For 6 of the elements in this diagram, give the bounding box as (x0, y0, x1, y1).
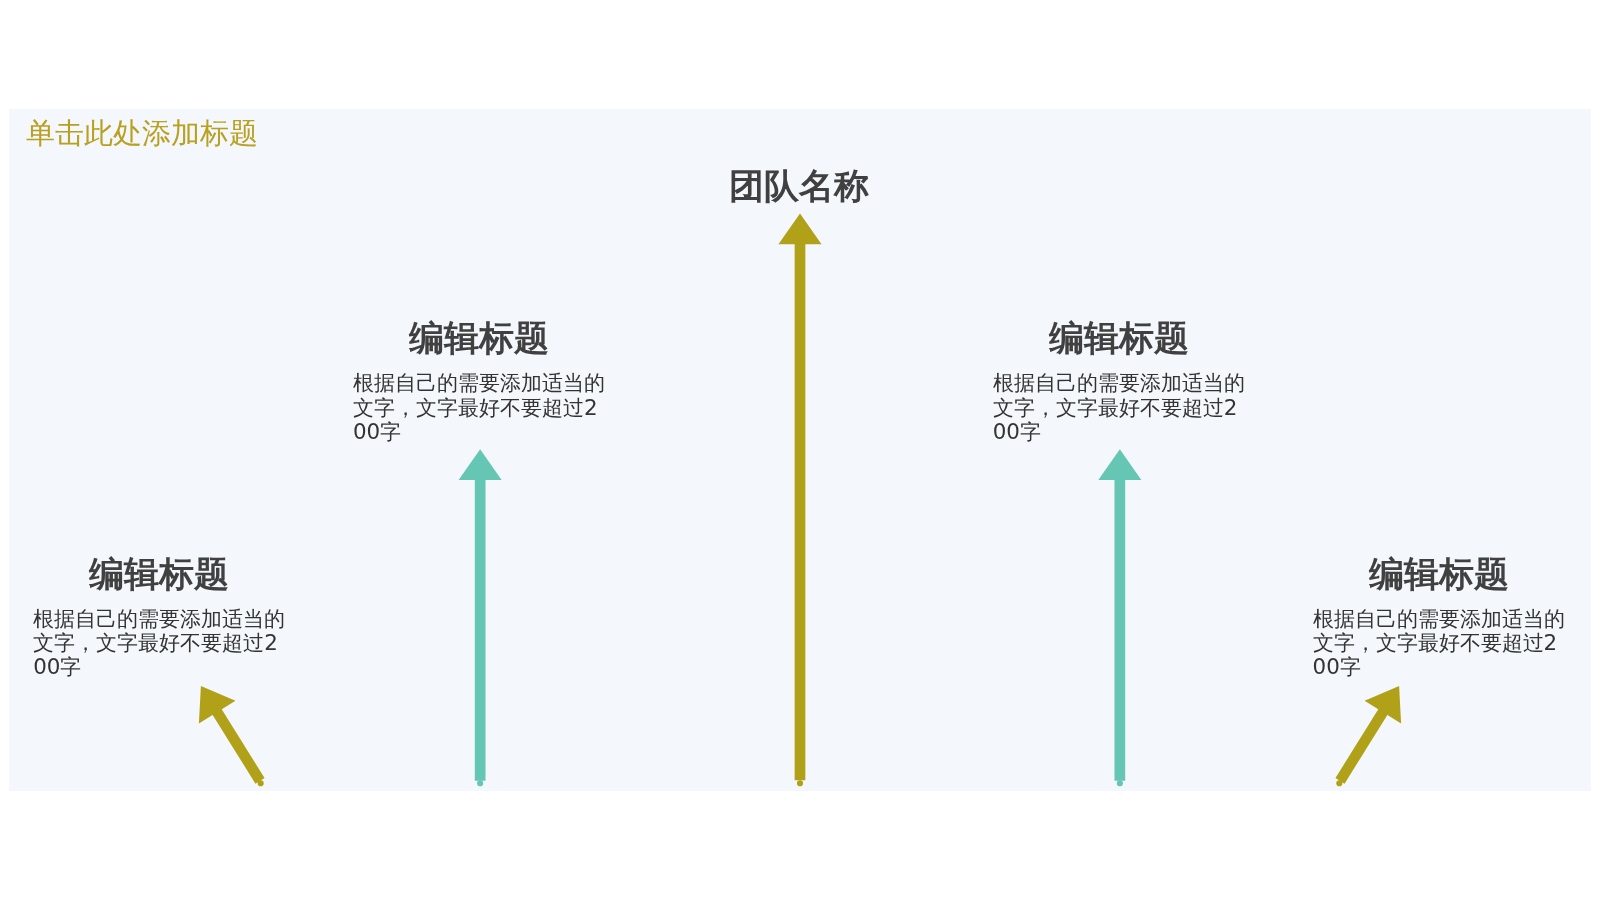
node-text: 团队名称 (729, 165, 870, 206)
node-text: 编辑标题 根据自己的需要添加适当的文字，文字最好不要超过200字 (33, 553, 286, 680)
node-text: 编辑标题 根据自己的需要添加适当的文字，文字最好不要超过200字 (353, 318, 606, 444)
node-text: 编辑标题 根据自己的需要添加适当的文字，文字最好不要超过200字 (1312, 553, 1565, 680)
node-text: 编辑标题 根据自己的需要添加适当的文字，文字最好不要超过200字 (992, 318, 1245, 444)
diagram-title: 单击此处添加标题 (26, 116, 259, 151)
